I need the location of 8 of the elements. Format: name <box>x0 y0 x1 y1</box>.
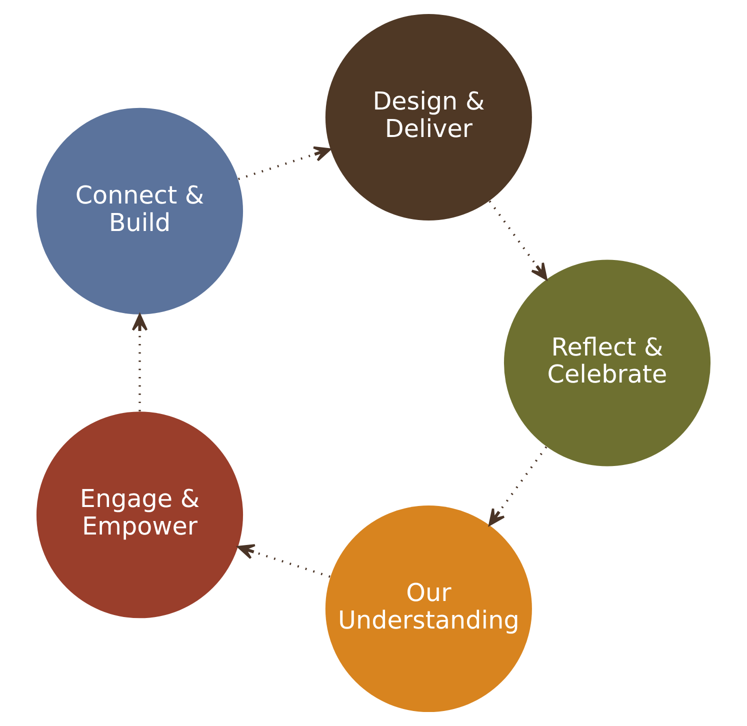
arrow <box>132 314 148 412</box>
node-circle: Design & Deliver <box>325 14 532 220</box>
node-circle: Engage & Empower <box>36 412 244 618</box>
arrow <box>237 544 330 578</box>
node-circle: Connect & Build <box>36 108 244 314</box>
arrow <box>488 200 548 280</box>
arrow <box>488 446 548 526</box>
arrow <box>238 146 332 180</box>
